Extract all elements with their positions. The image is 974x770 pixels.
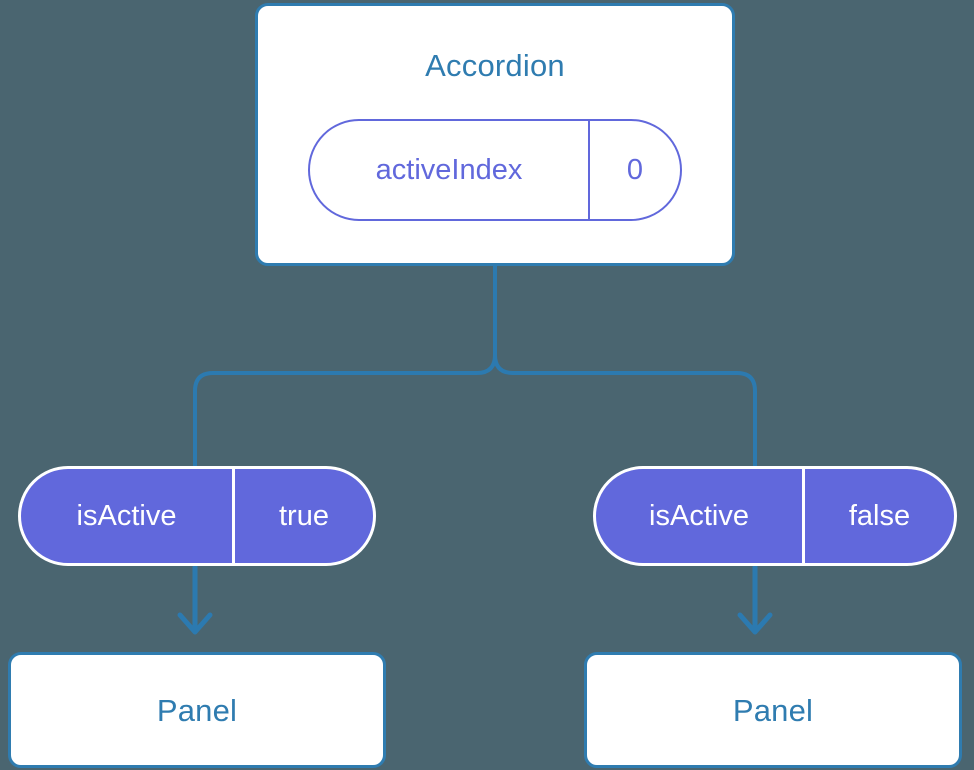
panel-component-card-left[interactable]: Panel (8, 652, 386, 768)
accordion-title: Accordion (425, 48, 565, 83)
state-pill-is-active-true[interactable]: isActive true (18, 466, 376, 566)
branch-line-right (493, 264, 757, 468)
panel-title-left: Panel (156, 692, 238, 728)
state-pill-active-index[interactable]: activeIndex 0 (308, 119, 682, 221)
state-pill-is-active-false[interactable]: isActive false (593, 466, 957, 566)
panel-title-right: Panel (732, 692, 814, 728)
state-pill-active-index-value: 0 (588, 121, 680, 219)
state-pill-is-active-false-value: false (802, 469, 954, 563)
state-pill-is-active-true-key: isActive (76, 499, 177, 532)
state-pill-active-index-key: activeIndex (375, 153, 523, 186)
branch-line-left (193, 264, 497, 468)
state-pill-is-active-true-value: true (232, 469, 373, 563)
arrow-right-pill-to-panel (737, 564, 773, 635)
panel-component-card-right[interactable]: Panel (584, 652, 962, 768)
arrow-left-pill-to-panel (177, 564, 213, 635)
state-pill-is-active-false-key: isActive (649, 499, 749, 532)
